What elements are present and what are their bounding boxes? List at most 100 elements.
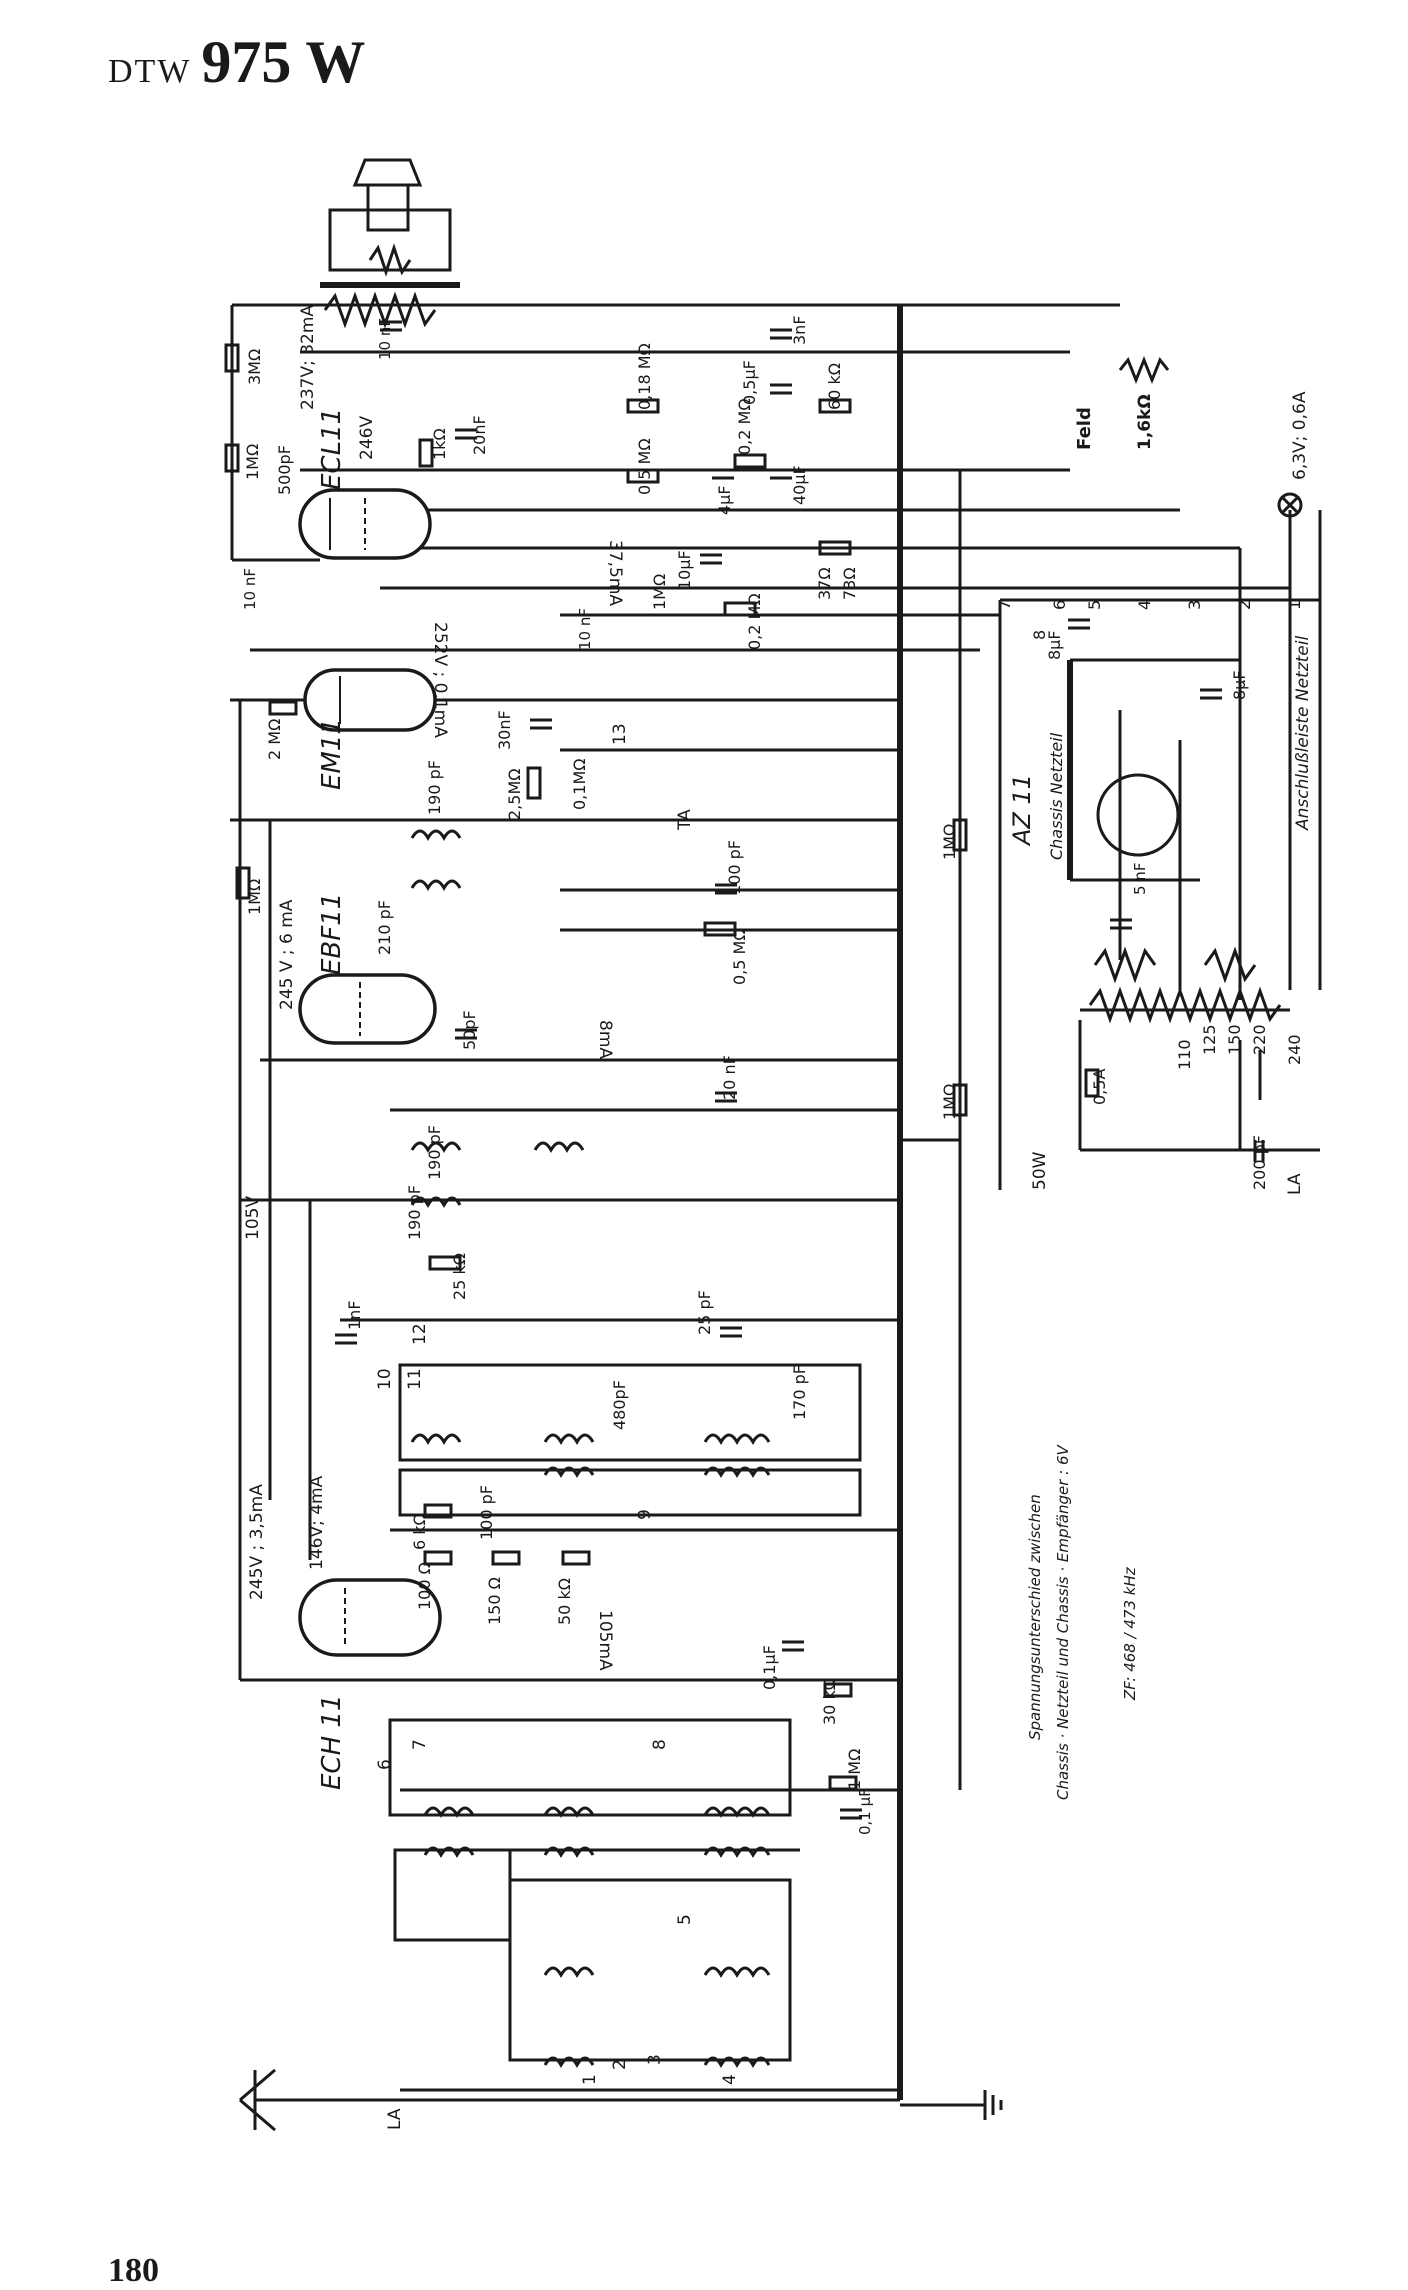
capacitor-190pf-b: 190 pF xyxy=(425,1125,444,1180)
tap-125: 125 xyxy=(1200,1024,1219,1055)
resistor-30kohm: 30 kΩ xyxy=(820,1678,839,1725)
resistor-bodies xyxy=(224,343,1100,1791)
switch-6: 6 xyxy=(375,1759,395,1770)
note-if-frequency: ZF: 468 / 473 kHz xyxy=(1121,1566,1139,1701)
capacitor-01uf-a: 0,1μF xyxy=(760,1645,779,1690)
capacitor-100pf: 100 pF xyxy=(725,840,744,895)
resistor-150ohm: 150 Ω xyxy=(485,1577,504,1625)
switch-4: 4 xyxy=(720,2074,740,2085)
footnotes: Spannungsunterschied zwischen Chassis · … xyxy=(1026,1443,1139,1800)
capacitor-10nf-left: 10 nF xyxy=(241,568,259,610)
mains-tap-labels: 110 125 150 220 240 xyxy=(1175,1024,1304,1070)
coils xyxy=(410,829,771,2069)
resistor-73ohm: 73Ω xyxy=(840,567,859,600)
field-coil-label: Feld xyxy=(1074,407,1095,450)
note-voltage-difference-2: Chassis · Netzteil und Chassis · Empfäng… xyxy=(1054,1443,1072,1800)
tube-az11-label: AZ 11 xyxy=(1008,774,1036,847)
resistor-1mohm-low: 1 MΩ xyxy=(845,1749,864,1790)
capacitor-170pf: 170 pF xyxy=(790,1365,809,1420)
ech11-screen-voltage-current: 245V ; 3,5mA xyxy=(247,1484,267,1600)
capacitor-500pf: 500pF xyxy=(275,445,294,495)
resistor-3mohm: 3MΩ xyxy=(245,349,264,385)
ebf11-voltage-current: 245 V ; 6 mA xyxy=(277,899,297,1010)
switch-8: 8 xyxy=(650,1739,670,1750)
pilot-lamp-rating: 6,3V; 0,6A xyxy=(1290,391,1310,480)
capacitor-05uf: 0,5μF xyxy=(740,360,759,405)
capacitor-200pf: 200 pF xyxy=(1250,1135,1269,1190)
switch-2: 2 xyxy=(610,2059,630,2070)
ecl11-screen-voltage-current: 237V; 32mA xyxy=(298,305,318,410)
terminal-8: 8 xyxy=(1030,630,1049,640)
tube-em11-symbol xyxy=(303,668,437,732)
switch-11: 11 xyxy=(405,1368,425,1390)
tap-220: 220 xyxy=(1250,1024,1269,1055)
capacitor-20nf-top: 20nF xyxy=(470,415,489,455)
capacitor-50pf: 50pF xyxy=(460,1010,479,1050)
switch-10: 10 xyxy=(375,1368,395,1390)
terminal-1: 1 xyxy=(1285,600,1304,610)
power-supply-labels: Chassis Netzteil Anschlußleiste Netzteil… xyxy=(385,391,1313,2130)
tube-labels: ECL11 EM11 EBF11 ECH 11 AZ 11 xyxy=(317,408,1036,1790)
terminal-5: 5 xyxy=(1085,600,1104,610)
capacitor-40uf: 40μF xyxy=(790,465,809,505)
capacitor-3nf: 3nF xyxy=(790,315,809,345)
capacitor-plates xyxy=(335,320,1265,1820)
switch-numbers: 1 2 3 4 5 6 7 8 9 10 11 12 13 xyxy=(375,723,740,2085)
tap-110: 110 xyxy=(1175,1039,1194,1070)
capacitor-01uf-b: 0,1 μF xyxy=(856,1788,874,1835)
capacitor-5nf: 5 nF xyxy=(1131,863,1149,895)
chassis-netzteil-label: Chassis Netzteil xyxy=(1047,732,1066,860)
resistor-50kohm: 50 kΩ xyxy=(555,1578,574,1625)
capacitor-210pf: 210 pF xyxy=(375,900,394,955)
resistor-60kohm: 60 kΩ xyxy=(825,363,844,410)
antenna-la-left-label: LA xyxy=(385,2108,405,2130)
fuse-rating: 0,5A xyxy=(1090,1069,1109,1105)
switch-1: 1 xyxy=(580,2074,600,2085)
terminal-numbers: 1 2 3 4 5 6 7 8 xyxy=(995,600,1304,640)
resistor-02mohm-a: 0,2 MΩ xyxy=(735,398,754,455)
resistor-6kohm: 6 kΩ xyxy=(410,1513,429,1550)
capacitor-10nf-top: 10 nF xyxy=(376,318,394,360)
capacitor-20nf-b: 20 nF xyxy=(720,1055,739,1100)
resistor-1mohm-em: 1MΩ xyxy=(245,879,264,915)
resistor-1mohm-ecl: 1MΩ xyxy=(243,444,262,480)
ecl11-anode-voltage: 246V xyxy=(357,416,377,460)
terminal-3: 3 xyxy=(1185,600,1204,610)
resistor-018mohm: 0,18 MΩ xyxy=(635,343,654,410)
terminal-6: 6 xyxy=(1050,600,1069,610)
resistor-25kohm: 25 kΩ xyxy=(450,1253,469,1300)
tap-240: 240 xyxy=(1285,1034,1304,1065)
terminal-2: 2 xyxy=(1235,600,1254,610)
ecl11-cathode-current: 37,5mA xyxy=(605,540,625,606)
resistor-1mohm-right: 1MΩ xyxy=(940,824,959,860)
ebf11-cathode-current: 8mA xyxy=(595,1020,615,1059)
switch-7: 7 xyxy=(410,1739,430,1750)
ech11-anode-voltage-current: 146V; 4mA xyxy=(307,1475,327,1570)
model-number: 975 W xyxy=(201,29,366,95)
potentiometer-1mohm: 1MΩ xyxy=(650,574,669,610)
resistor-1kohm: 1kΩ xyxy=(430,428,449,460)
field-coil-resistance: 1,6kΩ xyxy=(1135,394,1155,450)
capacitor-8uf-a: 8μF xyxy=(1045,630,1064,660)
mains-power-label: 50W xyxy=(1030,1151,1050,1190)
tube-ecl11-label: ECL11 xyxy=(317,408,347,490)
tube-em11-label: EM11 xyxy=(317,718,347,790)
page-number: 180 xyxy=(108,2252,159,2289)
em11-voltage-current: 252V ; 0,1mA xyxy=(430,622,450,738)
capacitor-25pf: 25 pF xyxy=(695,1290,714,1335)
anschlussleiste-label: Anschlußleiste Netzteil xyxy=(1293,636,1313,831)
resistor-01mohm: 0,1MΩ xyxy=(570,759,589,810)
switch-9: 9 xyxy=(635,1509,655,1520)
resistor-2mohm: 2 MΩ xyxy=(265,719,284,760)
capacitor-190pf-c: 190 pF xyxy=(405,1185,424,1240)
capacitor-1nf: 1nF xyxy=(345,1300,364,1330)
capacitor-190pf-a: 190 pF xyxy=(425,760,444,815)
tube-ech11-symbol xyxy=(298,1578,442,1657)
capacitor-4uf: 4μF xyxy=(715,485,734,515)
resistor-100ohm: 100 Ω xyxy=(415,1562,434,1610)
terminal-4: 4 xyxy=(1135,600,1154,610)
b-plus-105v: 105V xyxy=(243,1196,263,1240)
tap-150: 150 xyxy=(1225,1024,1244,1055)
tube-ebf11-label: EBF11 xyxy=(317,893,347,975)
